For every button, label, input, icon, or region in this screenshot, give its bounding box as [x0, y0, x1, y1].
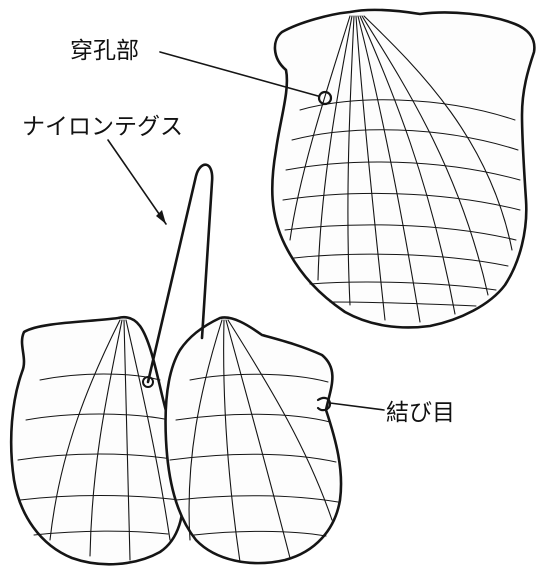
nylon-line-leader — [108, 140, 166, 224]
nylon-line-label: ナイロンテグス — [22, 114, 183, 140]
knot-leader — [330, 403, 384, 410]
drill-hole-label: 穿孔部 — [70, 38, 139, 64]
right-tied-shell — [166, 317, 342, 563]
knot-label: 結び目 — [386, 400, 455, 426]
single-shell — [272, 10, 534, 328]
left-tied-shell — [11, 317, 183, 564]
